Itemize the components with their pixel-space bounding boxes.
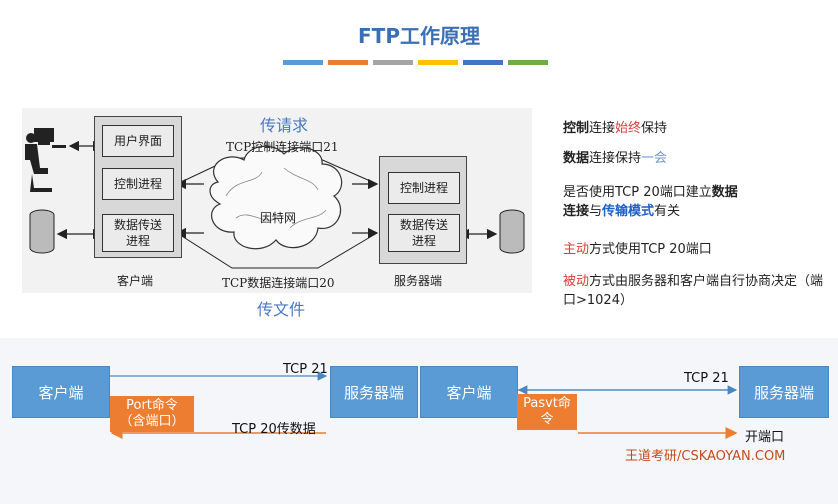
client-data-box: 数据传送 进程	[102, 214, 174, 252]
active-client-box: 客户端	[12, 366, 110, 418]
server-data-box: 数据传送 进程	[388, 214, 460, 252]
diagram-lines	[25, 128, 525, 269]
mode-diagrams: 客户端 服务器端 TCP 21 TCP 20传数据 Port命令 （含端口） 客…	[0, 338, 838, 504]
note-passive: 被动方式由服务器和客户端自行协商决定（端口>1024）	[563, 272, 833, 310]
client-database-icon	[29, 209, 55, 254]
port-command-sub: （含端口）	[119, 414, 185, 429]
active-server-box: 服务器端	[330, 366, 418, 418]
open-port-label: 开端口	[745, 430, 785, 445]
internet-label: 因特网	[260, 211, 297, 225]
note-text: 主动	[563, 242, 590, 257]
client-ui-box: 用户界面	[102, 125, 174, 157]
note-text: 方式由服务器和客户端自行协商决定（端口>1024）	[563, 274, 824, 308]
note-text: 有关	[654, 204, 681, 219]
server-name: 服务器端	[394, 274, 443, 288]
active-client-label: 客户端	[38, 383, 84, 402]
server-control-box: 控制进程	[388, 172, 460, 204]
pasv-command-label: Pasvt命令	[523, 396, 571, 427]
data-port-label: TCP数据连接端口20	[222, 276, 335, 290]
note-active: 主动方式使用TCP 20端口	[563, 240, 833, 259]
note-text: 是否使用TCP 20端口建立	[563, 185, 712, 200]
user-computer-icon	[25, 128, 66, 192]
port-command-label: Port命令	[126, 398, 178, 413]
title-underline	[283, 60, 548, 65]
passive-server-label: 服务器端	[753, 383, 814, 402]
note-data: 数据连接保持一会	[563, 149, 833, 168]
active-tcp21-label: TCP 21	[283, 362, 328, 377]
client-control-box: 控制进程	[102, 168, 174, 200]
stripe	[463, 60, 503, 65]
pasv-command-box: Pasvt命令	[517, 394, 577, 430]
stripe	[373, 60, 413, 65]
note-text: 一会	[641, 151, 668, 166]
client-data-label-1: 数据传送	[113, 218, 162, 232]
passive-client-box: 客户端	[420, 366, 518, 418]
control-port-label: TCP控制连接端口21	[226, 140, 339, 154]
note-control: 控制连接始终保持	[563, 119, 833, 138]
page-title: FTP工作原理	[358, 24, 480, 48]
passive-tcp21-label: TCP 21	[684, 371, 729, 386]
client-control-label: 控制进程	[113, 177, 162, 191]
note-text: 始终	[615, 121, 642, 136]
brand-watermark: 王道考研/CSKAOYAN.COM	[625, 449, 786, 464]
ftp-diagram: 用户界面 控制进程 数据传送 进程 客户端 控制进程 数据传送 进程 服务器端 …	[22, 108, 532, 293]
client-data-label-2: 进程	[125, 234, 150, 248]
internet-cloud	[209, 145, 343, 250]
request-label: 传请求	[260, 116, 309, 135]
note-text: 控制	[563, 121, 590, 136]
active-server-label: 服务器端	[343, 383, 404, 402]
note-mode: 是否使用TCP 20端口建立数据连接与传输模式有关	[563, 183, 833, 221]
active-tcp20-label: TCP 20传数据	[232, 422, 316, 437]
note-text: 数据	[563, 151, 590, 166]
client-name: 客户端	[117, 274, 154, 288]
passive-client-label: 客户端	[446, 383, 492, 402]
server-database-icon	[499, 209, 525, 254]
passive-server-box: 服务器端	[739, 366, 829, 418]
note-text: 与	[589, 204, 603, 219]
server-data-label-1: 数据传送	[399, 218, 448, 232]
stripe	[508, 60, 548, 65]
port-command-box: Port命令 （含端口）	[110, 396, 194, 432]
note-text: 被动	[563, 274, 590, 289]
stripe	[418, 60, 458, 65]
note-text: 方式使用TCP 20端口	[589, 242, 712, 257]
note-text: 传输模式	[602, 204, 655, 219]
mode-arrows	[110, 371, 738, 439]
stripe	[283, 60, 323, 65]
client-ui-label: 用户界面	[113, 134, 162, 148]
note-text: 数据	[711, 185, 738, 200]
note-text: 保持	[641, 121, 668, 136]
server-control-label: 控制进程	[399, 181, 448, 195]
note-text: 连接	[563, 204, 590, 219]
note-text: 连接	[589, 121, 616, 136]
note-text: 连接保持	[589, 151, 642, 166]
stripe	[328, 60, 368, 65]
server-data-label-2: 进程	[411, 234, 436, 248]
file-transfer-label: 传文件	[257, 300, 306, 319]
